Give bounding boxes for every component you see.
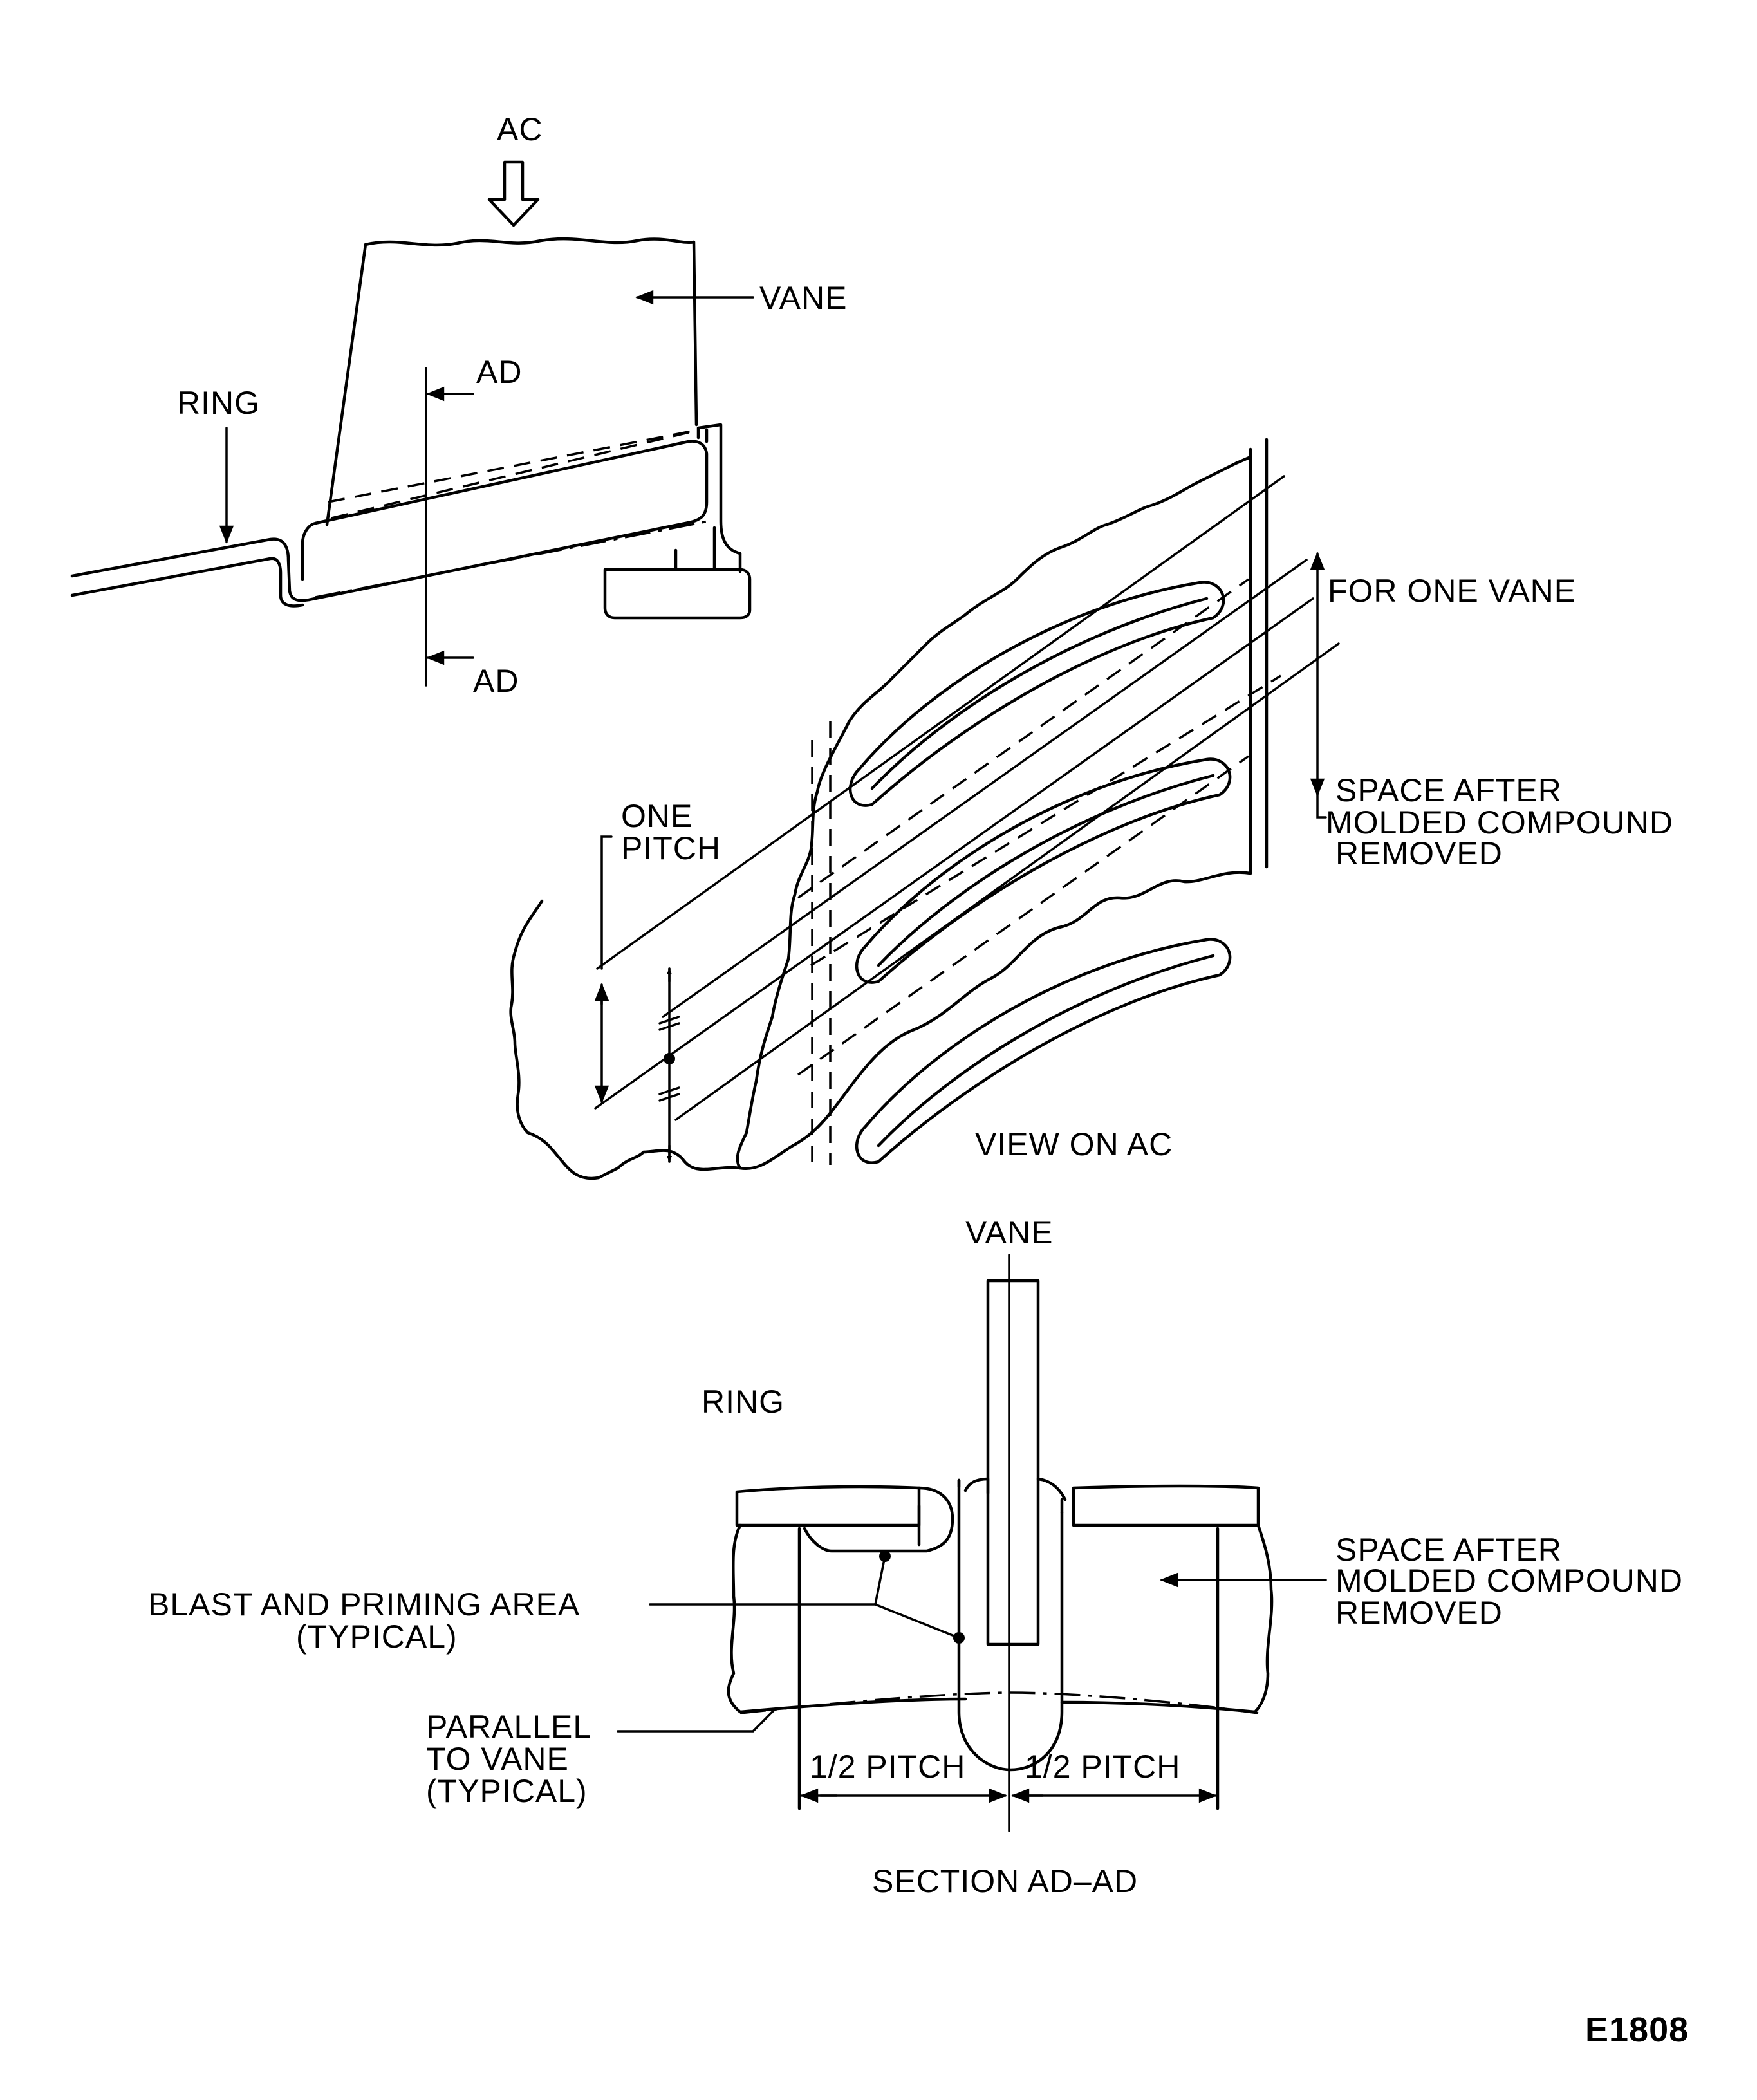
parallel-leader — [617, 1707, 777, 1733]
parallel-line-3: (TYPICAL) — [426, 1773, 588, 1809]
section-chain-line — [739, 1691, 1259, 1714]
blast-leader — [649, 1555, 886, 1606]
one-pitch-line-2: PITCH — [621, 830, 721, 866]
section-caption: SECTION AD–AD — [872, 1863, 1138, 1899]
ring-shelf-left — [735, 1485, 921, 1527]
top-view: AC VANE AD AD RING — [70, 111, 847, 699]
ring-block-left — [727, 1523, 967, 1714]
vane-outline — [325, 237, 698, 526]
ring-label: RING — [177, 385, 260, 421]
half-pitch-right-label: 1/2 PITCH — [1025, 1749, 1180, 1785]
vane-label: VANE — [759, 280, 847, 316]
one-pitch-line-1: ONE — [621, 798, 693, 834]
for-one-vane-label: FOR ONE VANE — [1328, 573, 1576, 609]
pitch-dash-1 — [797, 578, 1250, 899]
vane-hidden-line-2 — [328, 429, 699, 503]
section-slot — [957, 1478, 1064, 1772]
blast-area-line-1: BLAST AND PRIMING AREA — [148, 1586, 580, 1622]
half-pitch-center — [664, 1053, 675, 1064]
slot-2 — [855, 757, 1232, 984]
space-after-line-3: REMOVED — [1335, 835, 1503, 871]
break-outline-left — [736, 455, 1252, 1170]
ac-label: AC — [497, 111, 543, 147]
section-ad-ad: VANE RING BLAST AND PRIMING AREA (TYPICA… — [148, 1214, 1683, 1899]
ring-foot — [603, 568, 752, 620]
slot-3 — [855, 938, 1232, 1164]
pitch-line-3 — [594, 597, 1314, 1110]
vane-hidden-line — [331, 431, 689, 519]
section-space-after-2: MOLDED COMPOUND — [1335, 1563, 1683, 1599]
section-vane — [986, 1279, 1040, 1646]
parallel-line-2: TO VANE — [426, 1741, 569, 1777]
section-space-after-1: SPACE AFTER — [1335, 1532, 1562, 1568]
ring-centerline — [315, 520, 709, 599]
half-pitch-left-label: 1/2 PITCH — [810, 1749, 965, 1785]
section-space-after-3: REMOVED — [1335, 1595, 1503, 1631]
ring-body — [70, 440, 709, 602]
space-after-line-1: SPACE AFTER — [1335, 772, 1562, 808]
space-after-line-2: MOLDED COMPOUND — [1326, 804, 1673, 841]
one-pitch-bracket — [600, 835, 613, 970]
pitch-dash-3 — [810, 674, 1281, 967]
view-on-ac-caption: VIEW ON AC — [975, 1126, 1173, 1162]
pitch-dash-2 — [797, 755, 1250, 1076]
ring-shelf-right — [1072, 1484, 1260, 1527]
parallel-line-1: PARALLEL — [426, 1709, 591, 1745]
ring-body-lower — [70, 557, 304, 608]
space-after-bracket — [1316, 792, 1327, 819]
ac-arrow-icon — [487, 160, 540, 227]
ring-flange — [696, 423, 742, 573]
figure-code: E1808 — [1585, 2011, 1689, 2049]
pitch-line-1 — [596, 475, 1285, 970]
blast-area-line-2: (TYPICAL) — [296, 1619, 458, 1655]
break-outline — [509, 871, 1252, 1180]
section-vane-label: VANE — [965, 1214, 1053, 1250]
ring-block-right — [1060, 1523, 1274, 1714]
slot-1 — [848, 581, 1225, 807]
pitch-line-2 — [662, 559, 1308, 1018]
ring-foot-neck — [674, 526, 716, 571]
ad-top-label: AD — [476, 354, 522, 390]
section-ring-label: RING — [702, 1384, 785, 1420]
ad-bottom-label: AD — [473, 663, 519, 699]
view-on-ac: FOR ONE VANE SPACE AFTER MOLDED COMPOUND… — [509, 438, 1673, 1180]
pitch-line-4 — [674, 642, 1340, 1121]
